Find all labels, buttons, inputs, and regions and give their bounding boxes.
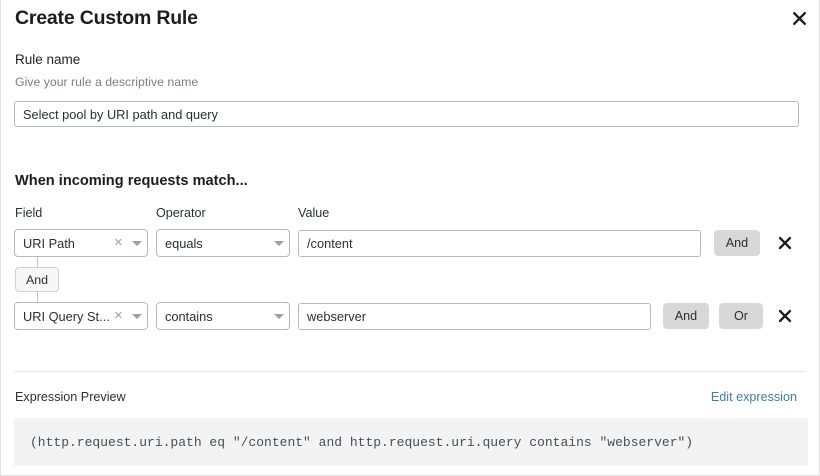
connector-line-top [37, 257, 38, 267]
remove-condition-row-1[interactable] [774, 232, 796, 254]
remove-condition-row-2[interactable] [774, 305, 796, 327]
chevron-down-icon[interactable] [269, 240, 289, 246]
close-small-icon[interactable]: ✕ [113, 236, 123, 249]
or-button-row-2[interactable]: Or [719, 303, 763, 329]
close-icon [778, 309, 792, 323]
operator-select-value-row-2: contains [165, 308, 213, 324]
close-icon [778, 236, 792, 250]
chevron-down-icon[interactable] [127, 240, 147, 246]
value-input-row-2[interactable] [298, 303, 651, 330]
expression-preview-label: Expression Preview [15, 390, 126, 404]
edit-expression-link[interactable]: Edit expression [710, 390, 797, 404]
column-label-field: Field [15, 206, 43, 220]
section-divider [14, 371, 806, 372]
field-select-value-row-1: URI Path [23, 235, 75, 251]
and-button-row-1[interactable]: And [714, 230, 760, 256]
connector-line-bottom [37, 292, 38, 302]
field-select-value-row-2: URI Query St... [23, 308, 110, 324]
chevron-down-icon[interactable] [269, 313, 289, 319]
column-label-operator: Operator [156, 206, 206, 220]
close-icon[interactable] [786, 6, 812, 30]
close-small-icon[interactable]: ✕ [113, 309, 123, 322]
rule-name-label: Rule name [15, 52, 81, 67]
operator-select-row-2[interactable]: contains [156, 302, 290, 330]
rule-name-input[interactable] [14, 101, 799, 127]
rule-name-description: Give your rule a descriptive name [15, 75, 199, 89]
and-button-row-2[interactable]: And [663, 303, 709, 329]
connector-and-badge[interactable]: And [15, 267, 60, 292]
conditions-heading: When incoming requests match... [15, 173, 248, 189]
value-input-row-1[interactable] [298, 230, 701, 257]
operator-select-row-1[interactable]: equals [156, 229, 290, 257]
field-select-row-1[interactable]: URI Path ✕ [14, 229, 148, 257]
chevron-down-icon[interactable] [127, 313, 147, 319]
field-select-row-2[interactable]: URI Query St... ✕ [14, 302, 148, 330]
column-label-value: Value [298, 206, 330, 220]
dialog-title: Create Custom Rule [15, 7, 198, 29]
expression-preview-code: (http.request.uri.path eq "/content" and… [14, 418, 808, 466]
operator-select-value-row-1: equals [165, 235, 203, 251]
close-icon-glyph [792, 11, 806, 25]
expression-preview-code-text: (http.request.uri.path eq "/content" and… [30, 434, 694, 450]
